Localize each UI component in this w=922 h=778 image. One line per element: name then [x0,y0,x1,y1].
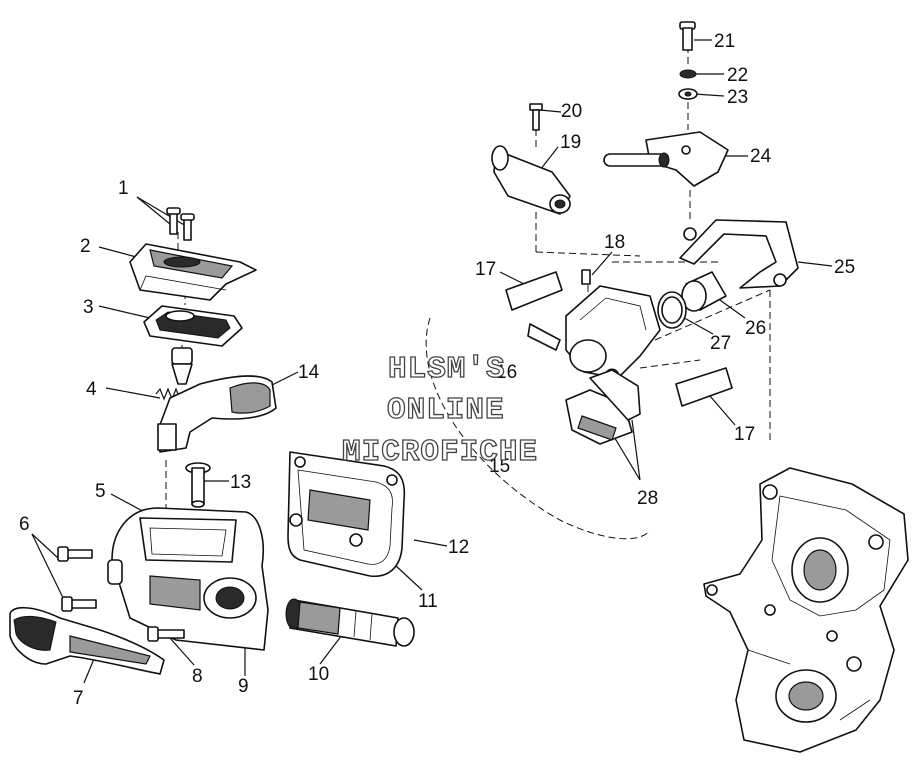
callout-9: 9 [238,676,249,697]
brake-pads [565,369,641,445]
caliper-piston [657,271,727,329]
spring [155,387,181,401]
callout-8: 8 [192,666,203,687]
callout-6: 6 [19,514,30,535]
watermark-line-1: HLSM'S [388,352,506,387]
housing-cover [287,451,406,577]
callout-labels: 1 2 3 4 5 6 7 8 9 10 11 12 13 14 15 16 1… [19,31,855,709]
callout-26: 26 [745,318,766,339]
callout-13: 13 [230,472,251,493]
bleeder-screw [529,103,543,131]
spring-clip [679,219,799,289]
callout-11: 11 [418,591,438,612]
banjo-fitting [491,145,571,215]
callout-27: 27 [710,333,731,354]
lever-pin [185,462,211,508]
caliper-body [527,269,661,384]
watermark-line-3: MICROFICHE [342,435,538,470]
callout-14: 14 [298,362,320,383]
diaphragm-gasket [143,305,243,347]
callout-3: 3 [83,297,94,318]
callout-24: 24 [750,146,772,167]
cap-screws [166,207,195,241]
callout-20: 20 [561,101,582,122]
callout-18: 18 [604,232,625,253]
callout-17-lower: 17 [734,424,755,445]
callout-25: 25 [834,257,855,278]
lever-arm [157,375,277,453]
callout-19: 19 [560,132,581,153]
sleeve-boot [285,598,415,647]
callout-10: 10 [308,664,329,685]
watermark: HLSM'S ONLINE MICROFICHE [341,351,538,470]
piston [171,347,193,385]
chaincase-housing [703,467,909,753]
callout-17-upper: 17 [475,259,496,280]
caliper-bracket [603,131,729,187]
callout-28: 28 [637,488,658,509]
callout-1: 1 [118,178,129,199]
callout-4: 4 [86,379,97,400]
brake-shim-upper [505,271,563,311]
brake-shim-lower [675,367,733,407]
callout-21: 21 [714,31,735,52]
bolt-and-washers [678,21,698,100]
callout-12: 12 [448,537,469,558]
callout-5: 5 [95,481,106,502]
callout-7: 7 [73,688,84,709]
reservoir-cover [129,243,257,301]
callout-23: 23 [727,87,748,108]
callout-22: 22 [727,65,748,86]
callout-16: 16 [496,362,517,383]
hand-lever [9,606,165,675]
callout-15: 15 [489,456,510,477]
master-cylinder-body [107,507,269,651]
mount-screws [57,546,185,642]
callout-2: 2 [80,236,91,257]
watermark-line-2: ONLINE [387,393,505,428]
